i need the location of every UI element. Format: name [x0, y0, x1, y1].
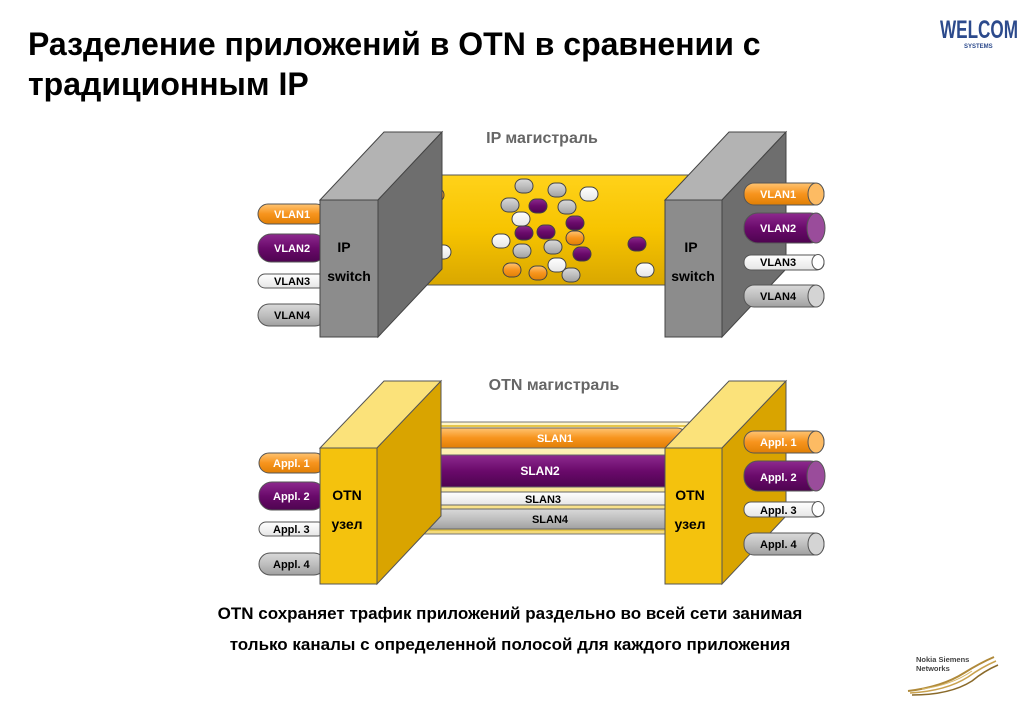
ip-packet: [627, 236, 647, 252]
otn-channel-slan4-label: SLAN4: [532, 514, 569, 526]
otn-left-tag-appl4-label: Appl. 4: [273, 559, 311, 571]
otn-left-tag-appl1: Appl. 1: [258, 452, 326, 474]
otn-left-node: OTN узел: [318, 379, 443, 586]
otn-right-node-line1: OTN: [675, 487, 705, 503]
ip-packet: [512, 243, 532, 259]
otn-right-tag-appl2: Appl. 2: [743, 460, 826, 492]
otn-channel-slan2-label: SLAN2: [520, 464, 560, 478]
ip-packet: [511, 211, 531, 227]
slide-title: Разделение приложений в OTN в сравнении …: [28, 24, 908, 104]
otn-channel-slan1-label: SLAN1: [537, 433, 573, 445]
ip-right-tag-vlan3: VLAN3: [743, 254, 825, 271]
ip-packet: [500, 197, 520, 213]
title-line-2: традиционным IP: [28, 66, 309, 102]
otn-right-tag-appl2-label: Appl. 2: [760, 472, 797, 484]
otn-channels: SLAN1 SLAN2 SLAN3 SLAN4: [394, 427, 688, 530]
otn-right-node-line2: узел: [674, 516, 705, 532]
otn-left-tag-appl3-label: Appl. 3: [273, 524, 310, 536]
ip-left-tag-vlan3-label: VLAN3: [274, 276, 310, 288]
otn-left-node-line1: OTN: [332, 487, 362, 503]
ip-packet: [502, 262, 522, 278]
otn-left-tag-appl3: Appl. 3: [258, 521, 326, 537]
otn-right-tag-appl1-label: Appl. 1: [760, 437, 797, 449]
ip-left-tag-vlan4: VLAN4: [257, 303, 327, 327]
ip-packet: [579, 186, 599, 202]
ip-left-tag-vlan2: VLAN2: [257, 233, 327, 263]
ip-packet: [635, 262, 655, 278]
otn-left-tag-appl1-label: Appl. 1: [273, 458, 310, 470]
ip-packet: [565, 230, 585, 246]
ip-backbone-label: IP магистраль: [486, 130, 598, 147]
ip-left-switch-line2: switch: [327, 268, 371, 284]
welcom-logo-subtext: SYSTEMS: [964, 44, 993, 50]
nsn-swoosh-icon: [907, 656, 999, 696]
otn-right-tag-appl1: Appl. 1: [743, 430, 825, 454]
otn-left-node-line2: узел: [331, 516, 362, 532]
ip-right-tag-vlan1-label: VLAN1: [760, 189, 796, 201]
ip-right-tags: VLAN1 VLAN2 VLAN3 VLAN4: [743, 182, 826, 308]
otn-backbone-diagram: OTN магистраль Appl. 1 Appl. 2 Appl. 3 A…: [258, 377, 826, 586]
otn-channel-slan3-label: SLAN3: [525, 494, 561, 506]
otn-backbone-label: OTN магистраль: [489, 377, 620, 394]
ip-packet: [561, 267, 581, 283]
ip-packet: [557, 199, 577, 215]
welcom-logo: WELCOM SYSTEMS: [940, 16, 1018, 50]
ip-left-tag-vlan1-label: VLAN1: [274, 209, 310, 221]
ip-left-tag-vlan2-label: VLAN2: [274, 243, 310, 255]
ip-left-switch-line1: IP: [337, 239, 350, 255]
slide-caption: OTN сохраняет трафик приложений раздельн…: [80, 598, 940, 660]
ip-left-switch: IP switch: [318, 130, 444, 339]
ip-left-tag-vlan3: VLAN3: [257, 273, 327, 289]
otn-right-tag-appl4-label: Appl. 4: [760, 539, 798, 551]
otn-left-tags: Appl. 1 Appl. 2 Appl. 3 Appl. 4: [258, 452, 326, 576]
caption-line-1: OTN сохраняет трафик приложений раздельн…: [217, 604, 803, 623]
otn-left-tag-appl2: Appl. 2: [258, 481, 326, 511]
ip-packet: [528, 198, 548, 214]
title-line-1: Разделение приложений в OTN в сравнении …: [28, 26, 761, 62]
ip-left-tag-vlan1: VLAN1: [257, 203, 327, 225]
ip-packet: [536, 224, 556, 240]
ip-packet: [514, 178, 534, 194]
ip-packet: [514, 225, 534, 241]
caption-line-2: только каналы с определенной полосой для…: [229, 635, 791, 654]
ip-backbone-diagram: IP магистраль VLAN1 VLAN2 VLAN3 VLAN4: [257, 130, 826, 339]
ip-right-tag-vlan1: VLAN1: [743, 182, 825, 206]
otn-right-tag-appl4: Appl. 4: [743, 532, 825, 556]
otn-channel-slan1: SLAN1: [411, 427, 688, 449]
otn-right-tags: Appl. 1 Appl. 2 Appl. 3 Appl. 4: [743, 430, 826, 556]
ip-right-switch-line2: switch: [671, 268, 715, 284]
ip-left-tag-vlan4-label: VLAN4: [274, 310, 311, 322]
ip-right-tag-vlan3-label: VLAN3: [760, 257, 796, 269]
ip-right-switch-line1: IP: [684, 239, 697, 255]
otn-right-tag-appl3-label: Appl. 3: [760, 505, 797, 517]
ip-packet: [528, 265, 548, 281]
nokia-siemens-networks-logo: Nokia Siemens Networks: [907, 655, 999, 696]
nsn-logo-line2: Networks: [916, 664, 950, 673]
ip-packet: [491, 233, 511, 249]
ip-packet: [547, 182, 567, 198]
ip-packet: [565, 215, 585, 231]
ip-right-tag-vlan4: VLAN4: [743, 284, 825, 308]
ip-packet: [572, 246, 592, 262]
ip-right-tag-vlan2-label: VLAN2: [760, 223, 796, 235]
ip-right-tag-vlan4-label: VLAN4: [760, 291, 797, 303]
otn-left-tag-appl4: Appl. 4: [258, 552, 326, 576]
otn-channel-slan4: SLAN4: [403, 508, 688, 530]
otn-right-tag-appl3: Appl. 3: [743, 501, 825, 518]
ip-packet: [543, 239, 563, 255]
otn-left-tag-appl2-label: Appl. 2: [273, 491, 310, 503]
ip-right-tag-vlan2: VLAN2: [743, 212, 826, 244]
nsn-logo-line1: Nokia Siemens: [916, 655, 969, 664]
ip-packet: [547, 257, 567, 273]
welcom-logo-text: WELCOM: [940, 16, 1018, 44]
ip-left-tags: VLAN1 VLAN2 VLAN3 VLAN4: [257, 203, 327, 327]
